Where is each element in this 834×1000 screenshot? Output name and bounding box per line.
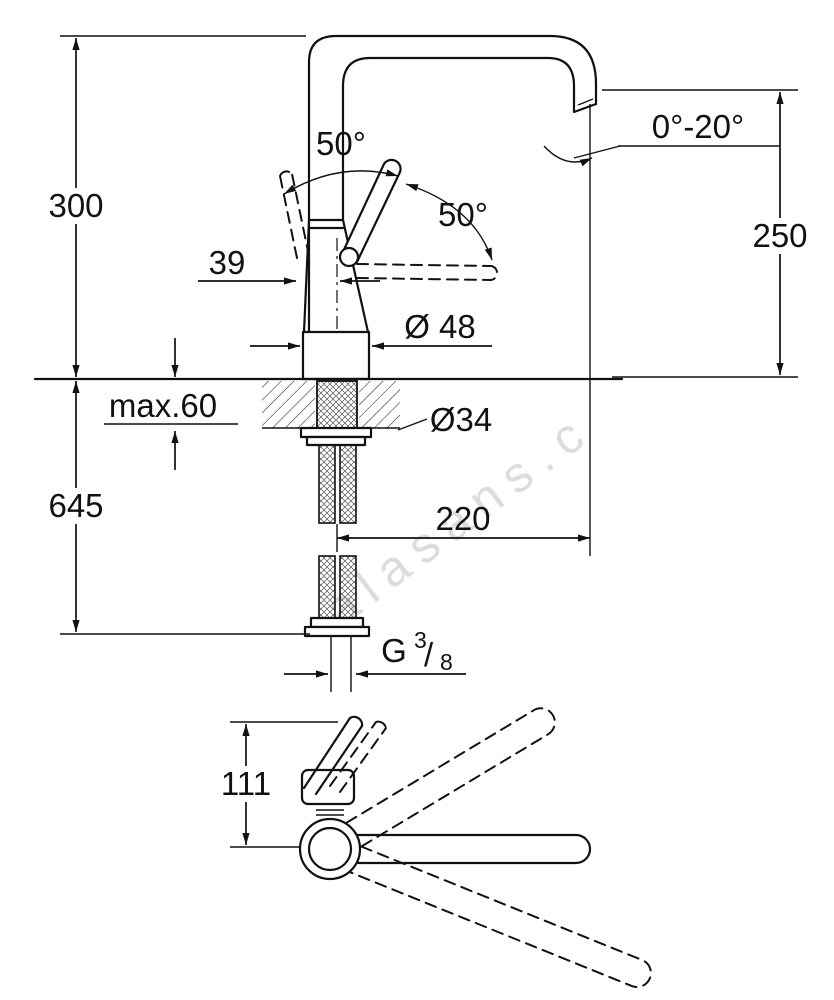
dimension-label-50-front: 50° xyxy=(438,196,488,233)
dimension-645: 645 xyxy=(42,381,310,635)
dimension-111: 111 xyxy=(212,721,338,848)
dimension-label-dia48: Ø 48 xyxy=(404,308,476,345)
thread-label-numerator: 3 xyxy=(414,627,427,653)
threaded-shank xyxy=(316,380,358,429)
top-view-lever-solid xyxy=(302,715,364,796)
dimension-label-tilt: 0°-20° xyxy=(652,108,744,145)
spout-arm-solid xyxy=(356,833,592,865)
dimension-label-220: 220 xyxy=(435,500,490,537)
supply-hoses xyxy=(303,444,371,692)
body-outline xyxy=(301,218,371,381)
top-view-lever-dashed xyxy=(329,720,387,793)
dimension-39: 39 xyxy=(198,244,380,285)
dimension-250: 250 xyxy=(602,89,814,378)
dimension-label-dia34: Ø34 xyxy=(430,401,492,438)
dimension-tilt-range: 0°-20° xyxy=(573,108,780,159)
spout-arm-dashed-down xyxy=(349,845,652,988)
thread-label-denominator: 8 xyxy=(440,649,453,675)
counter-section xyxy=(262,381,400,429)
thread-label-g: G xyxy=(381,632,407,669)
dimension-50-side: 50° xyxy=(283,125,399,195)
dimension-label-300: 300 xyxy=(48,187,103,224)
faucet-top-view: 111 xyxy=(212,707,652,988)
dimension-label-50-side: 50° xyxy=(316,125,366,162)
dimension-50-front: 50° xyxy=(405,183,493,261)
thread-label-slash: / xyxy=(424,636,434,673)
spout-outline xyxy=(307,34,598,334)
spout-arm-dashed-up xyxy=(345,707,556,848)
handle-lever-dashed-side xyxy=(356,263,499,281)
dimension-dia48: Ø 48 xyxy=(250,308,492,350)
dimension-label-645: 645 xyxy=(48,487,103,524)
dimensions: 300 250 0°-20° 50° 50° xyxy=(42,35,814,678)
handle-lever-dashed-up xyxy=(279,170,310,259)
dimension-max60: max.60 xyxy=(104,338,238,470)
dimension-thread-g38: G 3 / 8 xyxy=(284,627,466,678)
handle-lever xyxy=(338,158,402,268)
body-circle-inner xyxy=(307,826,353,872)
mounting-nut xyxy=(299,426,373,447)
dimension-label-111: 111 xyxy=(221,765,271,802)
dimension-300: 300 xyxy=(42,35,306,377)
tilt-arrow-arc xyxy=(543,145,593,167)
cartridge-block xyxy=(300,768,356,806)
dimension-220: 220 xyxy=(336,104,591,556)
dimension-label-250: 250 xyxy=(752,217,807,254)
dimension-label-max60: max.60 xyxy=(109,387,217,424)
dimension-dia34: Ø34 xyxy=(397,401,492,438)
dimension-label-39: 39 xyxy=(209,244,246,281)
faucet-side-view xyxy=(33,34,624,692)
